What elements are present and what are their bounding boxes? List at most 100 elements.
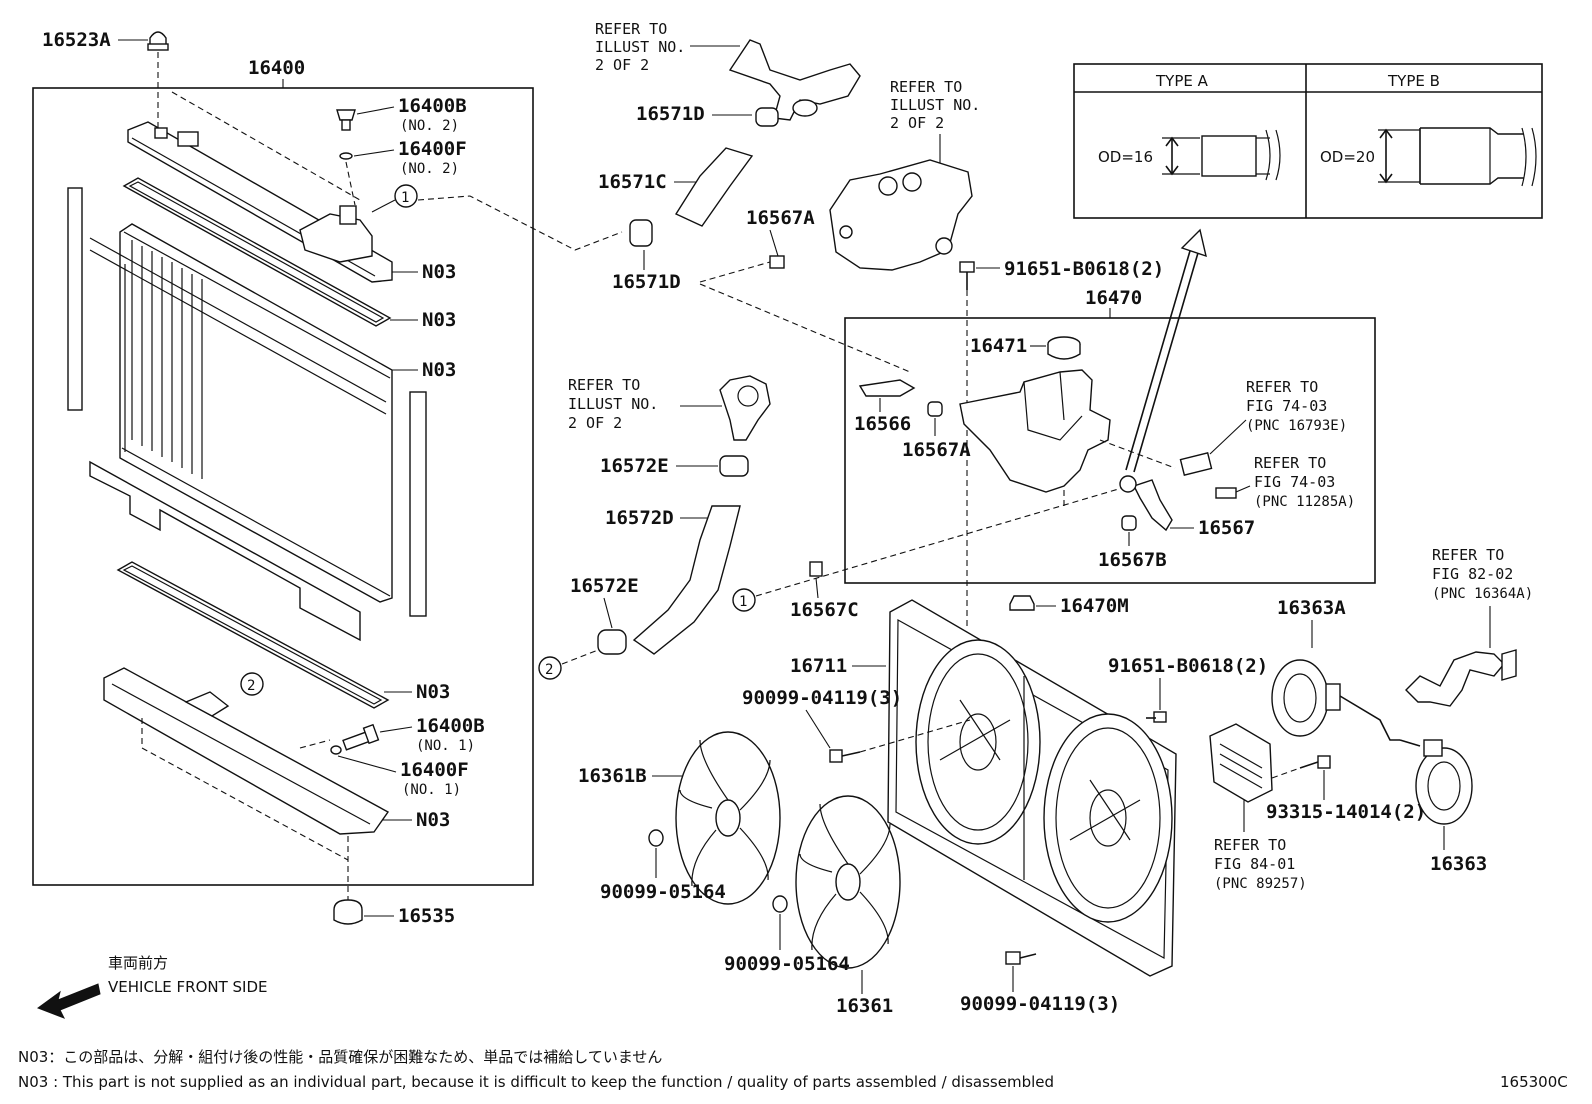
label-90099-04119-top: 90099-04119(3) <box>742 687 902 709</box>
svg-text:(PNC 16793E): (PNC 16793E) <box>1246 418 1347 434</box>
hose-16567 <box>1133 479 1173 532</box>
wire-harness-icon <box>1405 649 1517 707</box>
fan-shroud-16711 <box>887 599 1177 977</box>
fan-motor-16363-icon <box>1399 739 1473 825</box>
label-no1-b: (NO. 1) <box>402 782 461 798</box>
label-16363A: 16363A <box>1277 597 1346 619</box>
label-no2-a: (NO. 2) <box>400 118 459 134</box>
label-16567: 16567 <box>1198 517 1255 539</box>
label-16361B: 16361B <box>578 765 647 787</box>
label-16471: 16471 <box>970 335 1027 357</box>
svg-text:REFER TO: REFER TO <box>890 78 962 96</box>
clamp-16571D-top-icon <box>755 107 779 127</box>
label-plate-b-icon <box>1215 487 1237 499</box>
fan-16361-icon <box>795 795 901 969</box>
nut-90099-05164-b-icon <box>772 895 788 913</box>
hose-16566 <box>858 379 916 397</box>
svg-text:REFER TO: REFER TO <box>1246 378 1318 396</box>
od-a-label: OD=16 <box>1098 148 1153 166</box>
water-inlet-housing-icon <box>829 159 973 271</box>
fan-16361B-icon <box>675 731 781 905</box>
label-16572E-bottom: 16572E <box>570 575 639 597</box>
type-a-header: TYPE A <box>1155 72 1209 90</box>
vehicle-front-jp: 車両前方 <box>108 954 168 972</box>
arrow-to-table-icon <box>1180 228 1207 258</box>
callout-1-upper <box>394 184 418 208</box>
svg-text:(PNC 16364A): (PNC 16364A) <box>1432 586 1533 602</box>
svg-text:REFER TO: REFER TO <box>1214 836 1286 854</box>
label-no2-b: (NO. 2) <box>400 161 459 177</box>
radiator-lower-tank <box>103 667 390 835</box>
label-16400F-bottom: 16400F <box>400 759 469 781</box>
svg-text:ILLUST NO.: ILLUST NO. <box>890 96 980 114</box>
od-b-label: OD=20 <box>1320 148 1375 166</box>
grommet-16470M-icon <box>1009 595 1035 611</box>
svg-text:FIG 82-02: FIG 82-02 <box>1432 565 1513 583</box>
o-ring-16400F-top-icon <box>339 152 353 160</box>
svg-text:FIG 84-01: FIG 84-01 <box>1214 855 1295 873</box>
lower-gasket <box>116 561 390 709</box>
label-93315-14014: 93315-14014(2) <box>1266 801 1426 823</box>
hose-type-table: TYPE A TYPE B OD=16 OD=20 <box>1073 63 1543 219</box>
refer-fig-74-03-a-note: REFER TO FIG 74-03 (PNC 16793E) <box>1246 378 1347 434</box>
label-N03-3: N03 <box>422 359 456 381</box>
reservoir-tank-icon <box>959 369 1111 493</box>
clamp-16567A-top-icon <box>769 255 785 269</box>
label-16566: 16566 <box>854 413 911 435</box>
cushion-16535-icon <box>333 899 363 925</box>
vehicle-front-en: VEHICLE FRONT SIDE <box>108 978 268 996</box>
callout-2-lower-text: 2 <box>247 678 255 694</box>
label-16567B: 16567B <box>1098 549 1167 571</box>
label-N03-5: N03 <box>416 809 450 831</box>
upper-gasket <box>122 177 392 327</box>
label-16567A-mid: 16567A <box>902 439 971 461</box>
label-16363: 16363 <box>1430 853 1487 875</box>
drain-cock-16400B-top-icon <box>336 109 356 131</box>
bolt-93315-icon <box>1299 755 1331 769</box>
svg-text:FIG 74-03: FIG 74-03 <box>1254 473 1335 491</box>
footnote-en: N03 : This part is not supplied as an in… <box>18 1073 1054 1091</box>
callout-2-lower <box>240 672 264 696</box>
fan-controller-icon <box>1209 723 1273 803</box>
clamp-16567B-icon <box>1121 515 1137 531</box>
label-16572D: 16572D <box>605 507 674 529</box>
svg-text:(PNC 89257): (PNC 89257) <box>1214 876 1307 892</box>
svg-text:REFER TO: REFER TO <box>595 20 667 38</box>
label-N03-1: N03 <box>422 261 456 283</box>
svg-text:ILLUST NO.: ILLUST NO. <box>568 395 658 413</box>
label-16470: 16470 <box>1085 287 1142 309</box>
label-16571D-bottom: 16571D <box>612 271 681 293</box>
label-91651-mid: 91651-B0618(2) <box>1108 655 1268 677</box>
bolt-91651-mid-icon <box>1146 711 1167 723</box>
svg-text:ILLUST NO.: ILLUST NO. <box>595 38 685 56</box>
refer-fig-82-02-note: REFER TO FIG 82-02 (PNC 16364A) <box>1432 546 1533 602</box>
clamp-16572E-top-icon <box>719 455 749 477</box>
svg-text:REFER TO: REFER TO <box>1254 454 1326 472</box>
callout-1-upper-text: 1 <box>401 190 409 206</box>
radiator-core <box>67 187 427 642</box>
label-16567C: 16567C <box>790 599 859 621</box>
thermostat-housing-icon <box>719 375 771 441</box>
water-outlet-icon <box>728 39 861 121</box>
nut-90099-05164-a-icon <box>648 829 664 847</box>
callout-2-mid <box>538 656 562 680</box>
clamp-16567A-mid-icon <box>927 401 943 417</box>
svg-text:2 OF 2: 2 OF 2 <box>595 56 649 74</box>
clamp-16571D-bottom-icon <box>629 219 653 247</box>
refer-fig-74-03-b-note: REFER TO FIG 74-03 (PNC 11285A) <box>1254 454 1355 510</box>
o-ring-16400F-bottom-icon <box>330 745 342 755</box>
callout-2-mid-text: 2 <box>545 662 553 678</box>
label-plate-a-icon <box>1179 452 1213 476</box>
label-16400F-top: 16400F <box>398 138 467 160</box>
label-16400B-top: 16400B <box>398 95 467 117</box>
label-16572E-top: 16572E <box>600 455 669 477</box>
refer-illust-mid-note: REFER TO ILLUST NO. 2 OF 2 <box>568 376 658 432</box>
label-16535: 16535 <box>398 905 455 927</box>
svg-text:(PNC 11285A): (PNC 11285A) <box>1254 494 1355 510</box>
label-16361: 16361 <box>836 995 893 1017</box>
hose-16572D <box>632 505 741 655</box>
bolt-91651-top-icon <box>959 261 975 290</box>
svg-text:FIG 74-03: FIG 74-03 <box>1246 397 1327 415</box>
